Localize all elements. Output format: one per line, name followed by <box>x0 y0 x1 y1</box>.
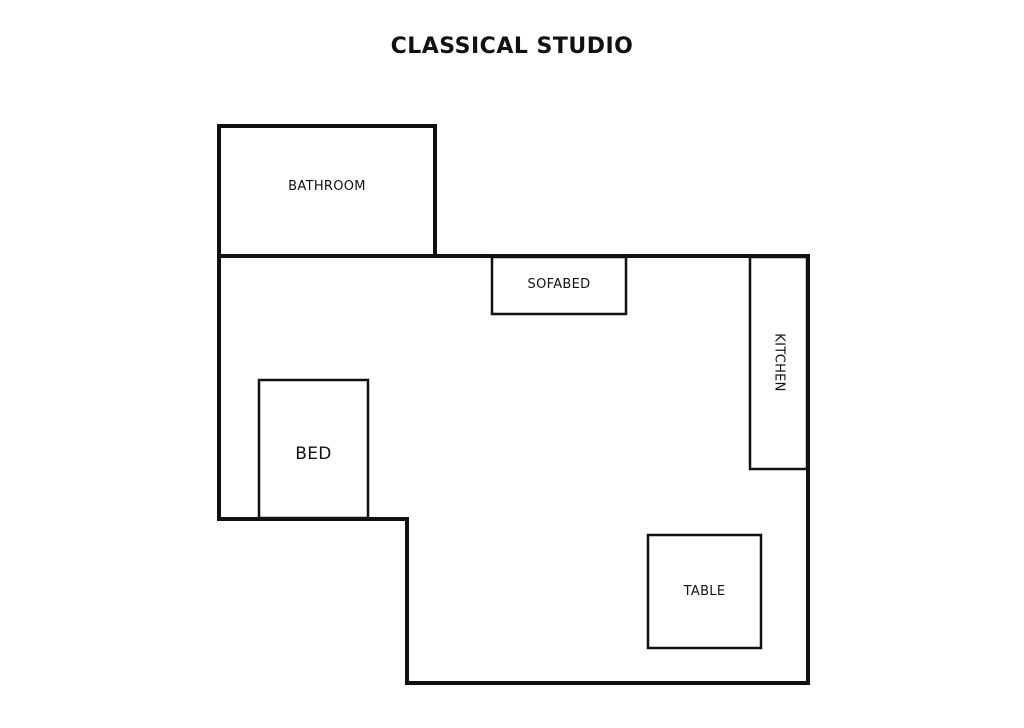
sofabed-label: SOFABED <box>527 277 591 292</box>
table-shape <box>646 533 763 650</box>
kitchen-counter-shape <box>748 255 809 471</box>
bed-shape <box>257 378 370 520</box>
table-label: TABLE <box>683 584 726 599</box>
bathroom-label: BATHROOM <box>288 179 366 194</box>
studio-walls <box>217 254 810 685</box>
sofabed-shape <box>490 255 628 316</box>
bed-label: BED <box>295 444 332 464</box>
plan-title: CLASSICAL STUDIO <box>390 34 634 59</box>
bathroom-walls <box>217 124 437 258</box>
kitchen-label: KITCHEN <box>771 333 787 392</box>
